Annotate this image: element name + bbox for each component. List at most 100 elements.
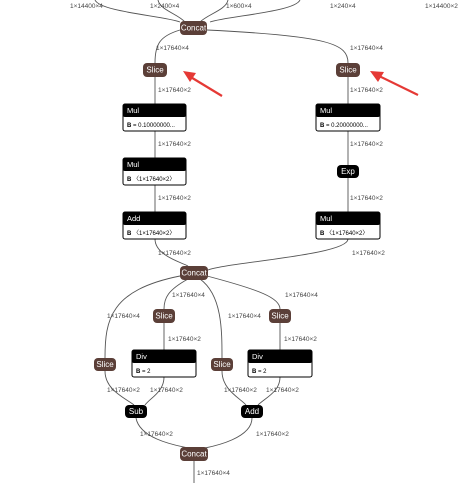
node-shape xyxy=(241,405,263,418)
edge-label-in-5: 1×14400×2 xyxy=(425,3,458,10)
edge-concat-slice-a xyxy=(104,275,181,359)
node-shape xyxy=(337,165,359,178)
edge-concat-slice-left xyxy=(154,29,181,64)
edge-label: 1×17640×2 xyxy=(352,250,385,257)
edge-mul2-concat xyxy=(207,238,349,271)
node-shape xyxy=(125,405,147,418)
node-shape xyxy=(153,309,175,323)
attr-key: B xyxy=(320,123,325,129)
edge-label-in-2: 1×2400×4 xyxy=(150,3,180,10)
sub-node[interactable]: Sub xyxy=(125,405,147,418)
node-label: Slice xyxy=(213,360,231,369)
attr-key: B xyxy=(127,123,132,129)
div-left-node[interactable]: Div B = 2 xyxy=(131,349,197,378)
mul-right-node[interactable]: Mul B = 0.20000000... xyxy=(315,103,381,132)
node-title: Mul xyxy=(127,160,139,169)
edge-label: 1×17640×2 xyxy=(350,195,383,202)
attr-key: B xyxy=(320,231,325,237)
edge-label: 1×17640×4 xyxy=(172,292,205,299)
edge-slice-c-add xyxy=(221,370,247,406)
node-label: Slice xyxy=(271,312,289,321)
mul-left-node[interactable]: Mul B = 0.10000000... xyxy=(122,103,187,132)
node-label: Slice xyxy=(146,66,164,75)
mul-left-2-node[interactable]: Mul B 〈1×17640×2〉 xyxy=(122,157,187,186)
slice-c-node[interactable]: Slice xyxy=(211,358,233,371)
edge-label-in-3: 1×600×4 xyxy=(226,3,252,10)
add-left-node[interactable]: Add B 〈1×17640×2〉 xyxy=(122,211,187,240)
edge-label: 1×17640×4 xyxy=(228,313,261,320)
node-header xyxy=(123,158,186,171)
node-label: Slice xyxy=(155,312,173,321)
edge-in-3 xyxy=(199,0,229,23)
edge-label: 1×17640×2 xyxy=(350,141,383,148)
attr-key: B xyxy=(127,231,132,237)
node-label: Sub xyxy=(129,407,144,416)
edge-label: 1×17640×2 xyxy=(158,87,191,94)
edge-label: 1×17640×4 xyxy=(107,313,140,320)
slice-a-node[interactable]: Slice xyxy=(94,358,116,371)
node-shape xyxy=(94,358,116,371)
node-title: Div xyxy=(252,352,263,361)
node-title: Div xyxy=(136,352,147,361)
edge-in-1 xyxy=(94,0,181,23)
mul-right-2-node[interactable]: Mul B 〈1×17640×2〉 xyxy=(315,211,381,240)
attr-value: 〈1×17640×2〉 xyxy=(324,230,368,237)
red-arrow-left-icon xyxy=(183,71,223,97)
node-header xyxy=(132,350,196,363)
edge-label: 1×17640×2 xyxy=(158,141,191,148)
node-attr: B = 0.10000000... xyxy=(127,123,175,129)
edge-label: 1×17640×4 xyxy=(285,292,318,299)
attr-key: B xyxy=(127,177,132,183)
edge-label: 1×17640×2 xyxy=(168,336,201,343)
slice-b-node[interactable]: Slice xyxy=(153,309,175,323)
edge-label: 1×17640×2 xyxy=(140,431,173,438)
edge-label: 1×17640×2 xyxy=(350,87,383,94)
edge-label-in-1: 1×14400×4 xyxy=(70,3,103,10)
attr-key: B xyxy=(136,369,141,375)
node-label: Add xyxy=(245,407,259,416)
red-arrow-right-icon xyxy=(370,71,419,96)
edge-concat-slice-c xyxy=(199,278,223,359)
node-header xyxy=(123,104,186,117)
edge-label: 1×17640×2 xyxy=(224,387,257,394)
annotation-arrows xyxy=(183,71,419,97)
edge-labels: 1×17640×4 1×17640×4 1×17640×2 1×17640×2 … xyxy=(107,45,385,477)
node-shape xyxy=(143,63,167,77)
slice-d-node[interactable]: Slice xyxy=(269,309,291,323)
edge-label: 1×17640×2 xyxy=(284,336,317,343)
node-header xyxy=(248,350,312,363)
node-attr: B 〈1×17640×2〉 xyxy=(127,176,175,183)
node-label: Concat xyxy=(181,269,207,278)
attr-value: 〈1×17640×2〉 xyxy=(131,176,175,183)
node-label: Exp xyxy=(341,167,355,176)
attr-value: = 2 xyxy=(256,369,267,375)
node-attr: B 〈1×17640×2〉 xyxy=(127,230,175,237)
node-attr: B = 2 xyxy=(136,369,151,375)
node-header xyxy=(316,104,380,117)
edge-label: 1×17640×2 xyxy=(256,431,289,438)
edge-label: 1×17640×2 xyxy=(266,387,299,394)
node-title: Mul xyxy=(320,106,332,115)
concat-top-node[interactable]: Concat xyxy=(180,21,207,35)
concat-mid-node[interactable]: Concat xyxy=(180,266,208,280)
slice-left-node[interactable]: Slice xyxy=(143,63,167,77)
concat-bottom-node[interactable]: Concat xyxy=(180,447,208,461)
edge-label: 1×17640×2 xyxy=(158,250,191,257)
edge-add-concat-bottom xyxy=(204,417,253,449)
edge-concat-slice-right xyxy=(206,29,349,64)
node-shape xyxy=(211,358,233,371)
node-shape xyxy=(180,266,208,280)
edge-div-sub xyxy=(144,376,165,406)
exp-node[interactable]: Exp xyxy=(337,165,359,178)
add-bottom-node[interactable]: Add xyxy=(241,405,263,418)
attr-value: = 0.10000000... xyxy=(131,123,175,129)
edge-in-4 xyxy=(209,0,301,23)
slice-right-node[interactable]: Slice xyxy=(336,63,360,77)
node-shape xyxy=(180,447,208,461)
edge-label: 1×17640×2 xyxy=(158,195,191,202)
node-label: Concat xyxy=(181,24,207,33)
attr-value: 〈1×17640×2〉 xyxy=(131,230,175,237)
edge-concat-slice-d xyxy=(206,275,281,310)
div-right-node[interactable]: Div B = 2 xyxy=(247,349,313,378)
